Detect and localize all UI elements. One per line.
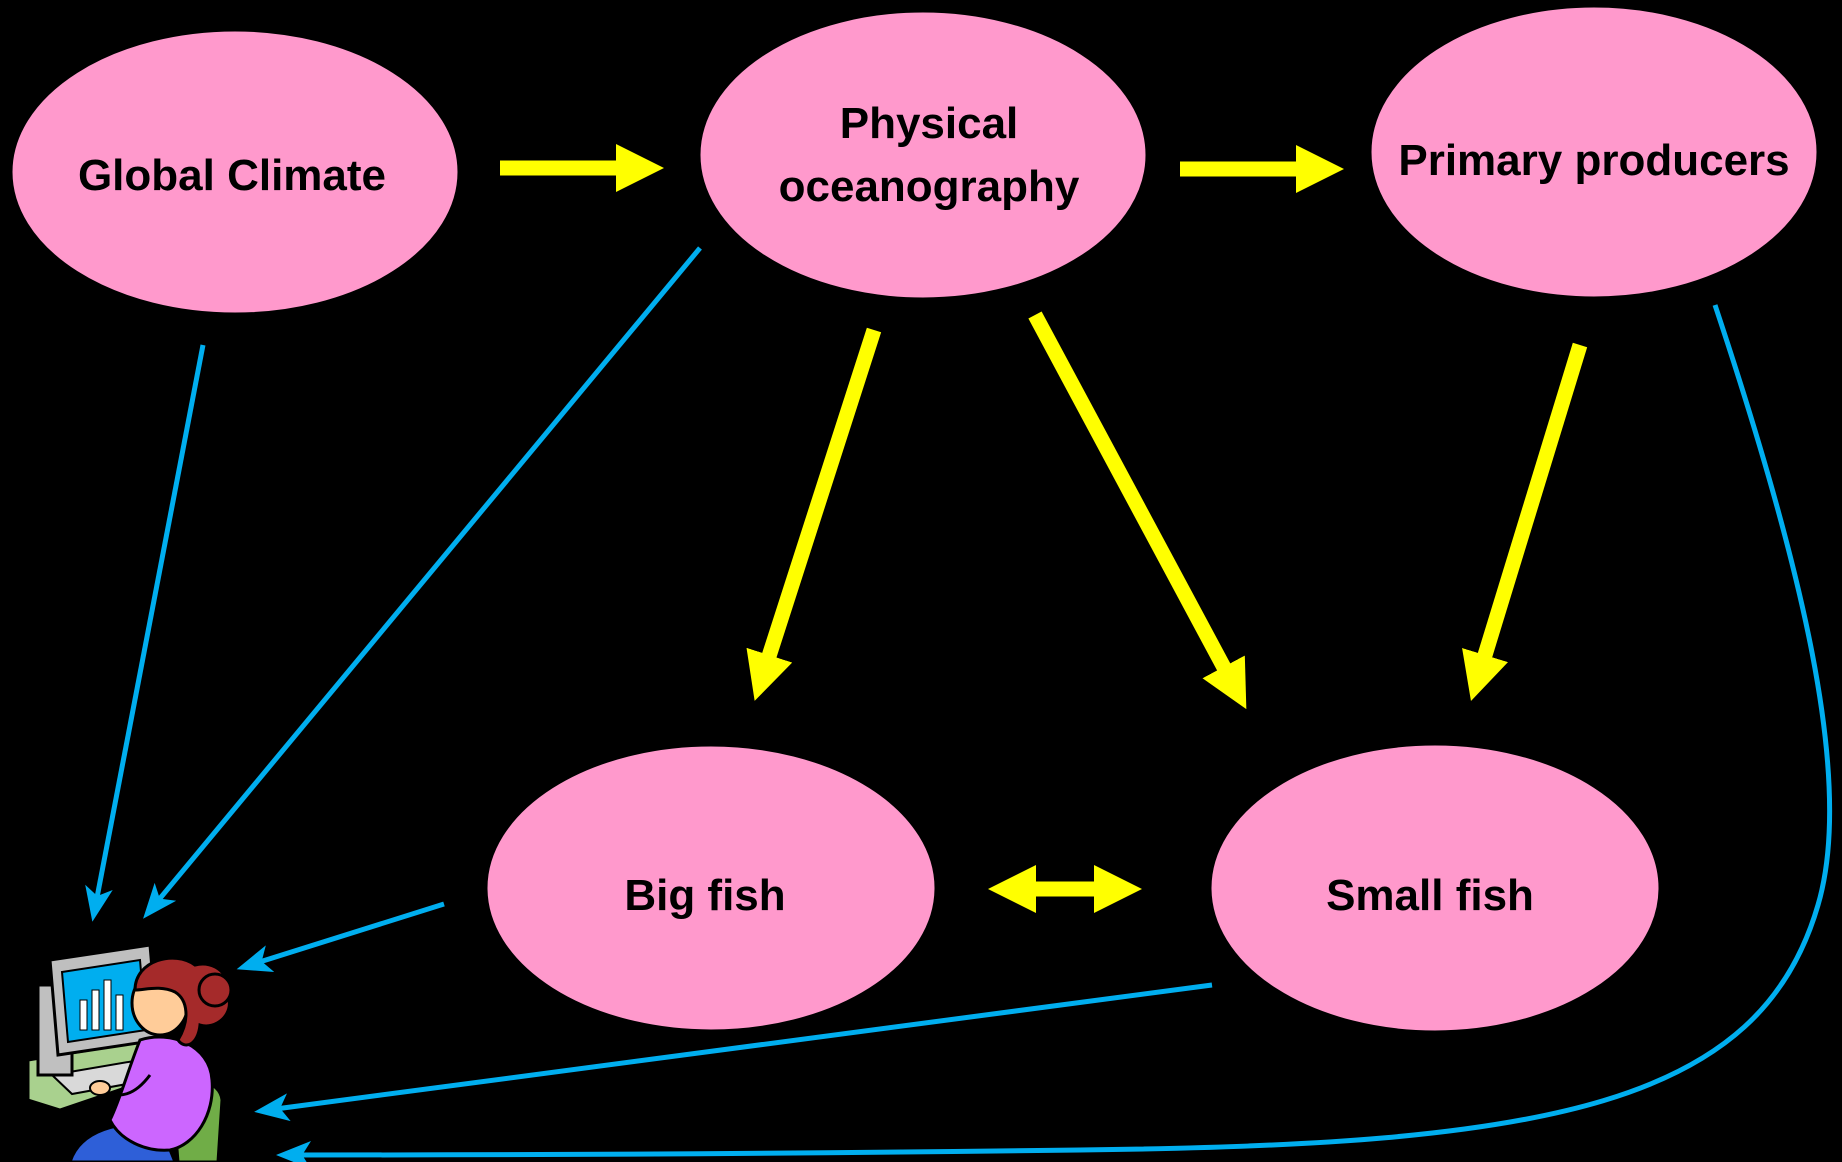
obs-arrow-small-fish <box>254 982 1213 1122</box>
screen-bar-4 <box>115 994 124 1031</box>
node-primary-producers-shape <box>1368 4 1820 300</box>
obs-arrow-big-fish <box>236 901 445 973</box>
node-primary-producers-label: Primary producers <box>1398 136 1789 185</box>
person-body-shape <box>108 1035 214 1152</box>
node-big-fish: Big fish <box>484 743 938 1033</box>
node-global-climate: Global Climate <box>9 28 461 316</box>
obs-arrow-oceanography <box>143 246 702 919</box>
screen-bar-1 <box>79 999 88 1031</box>
obs-arrow-primary-producers <box>276 304 1833 1162</box>
node-small-fish-label: Small fish <box>1326 871 1534 920</box>
node-small-fish-shape <box>1208 742 1662 1034</box>
node-global-climate-shape <box>9 28 461 316</box>
person-at-computer-icon <box>26 943 233 1162</box>
node-physical-oceanography: Physical oceanography <box>697 9 1149 301</box>
screen-bar-3 <box>103 979 112 1031</box>
screen-bar-2 <box>91 989 100 1031</box>
person-hand-shape <box>89 1080 111 1096</box>
node-global-climate-label: Global Climate <box>78 151 386 200</box>
obs-arrow-climate <box>85 344 206 922</box>
node-big-fish-label: Big fish <box>624 871 785 920</box>
person-hair-bun-shape <box>197 972 233 1008</box>
node-big-fish-shape <box>484 743 938 1033</box>
arrow-oceanography-to-big-fish <box>746 327 882 701</box>
observation-arrows <box>85 246 1833 1162</box>
causal-arrows <box>500 143 1588 914</box>
node-physical-oceanography-shape <box>697 9 1149 301</box>
node-small-fish: Small fish <box>1208 742 1662 1034</box>
node-physical-oceanography-label-line1: Physical <box>840 99 1019 148</box>
arrow-producers-to-small-fish <box>1462 342 1588 701</box>
node-primary-producers: Primary producers <box>1368 4 1820 300</box>
arrow-oceanography-to-small-fish <box>1028 311 1247 710</box>
node-physical-oceanography-label-line2: oceanography <box>779 162 1080 211</box>
